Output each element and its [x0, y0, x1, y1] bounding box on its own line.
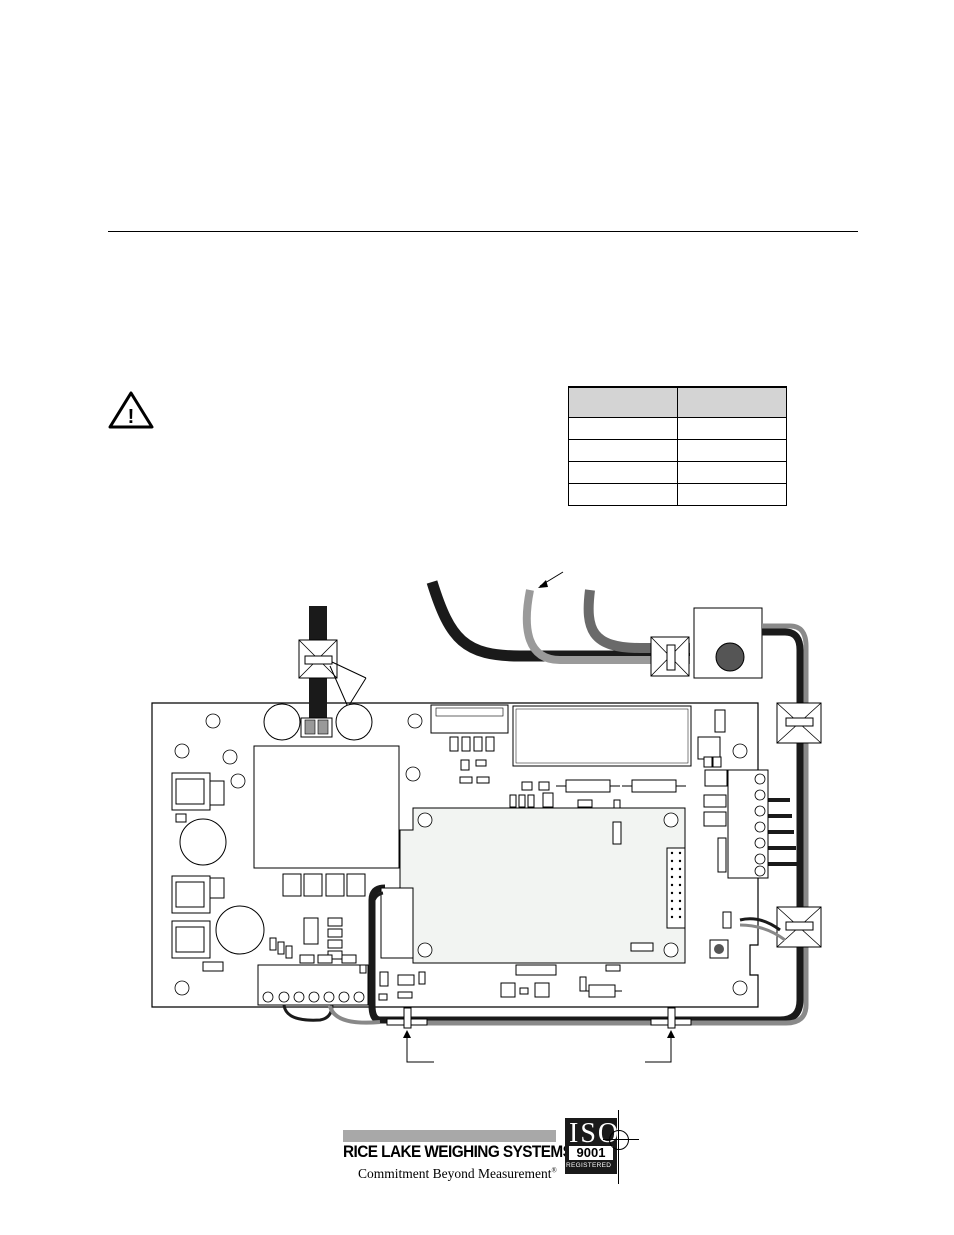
iso-badge: ISO 9001 REGISTERED	[565, 1118, 618, 1174]
display-module	[512, 705, 692, 767]
brand-tagline: Commitment Beyond Measurement®	[358, 1166, 557, 1182]
iso-crosshair-icon	[609, 1130, 629, 1150]
transformer	[253, 745, 400, 869]
registered-mark: ®	[551, 1166, 557, 1175]
company-footer: RICE LAKE WEIGHING SYSTEMS Commitment Be…	[343, 1110, 643, 1188]
tagline-text: Commitment Beyond Measurement	[358, 1166, 552, 1181]
tie-mount-top-right	[650, 636, 690, 677]
iso-number: 9001	[569, 1146, 613, 1160]
cable-black-main	[426, 580, 690, 662]
callout-bottom-right	[645, 1031, 672, 1063]
table-header-cell	[568, 386, 678, 418]
tie-mount-left	[298, 639, 338, 679]
spec-table	[568, 386, 787, 506]
iso-registered: REGISTERED	[566, 1162, 612, 1169]
table-row	[568, 461, 787, 484]
tie-mount-right-upper	[776, 702, 822, 744]
table-cell	[568, 483, 678, 506]
warning-triangle-icon: !	[108, 391, 154, 429]
table-cell	[568, 439, 678, 462]
table-row	[568, 439, 787, 462]
brand-bar	[343, 1130, 556, 1142]
callout-bottom-left	[406, 1031, 434, 1063]
table-cell	[568, 461, 678, 484]
top-rule	[108, 231, 858, 232]
table-cell	[677, 461, 787, 484]
table-cell	[677, 417, 787, 440]
table-row	[568, 417, 787, 440]
warning-symbol: !	[128, 406, 135, 428]
iso-logo: ISO 9001 REGISTERED	[565, 1110, 643, 1188]
table-row	[568, 483, 787, 506]
cable-gray-light	[522, 589, 690, 664]
cable-right-black	[368, 628, 804, 1024]
table-header-cell	[677, 386, 787, 418]
cable-gray-dark	[583, 589, 690, 653]
cable-right-gray	[420, 623, 809, 1026]
brand-name: RICE LAKE WEIGHING SYSTEMS	[343, 1143, 573, 1161]
cable-routing-diagram	[151, 571, 822, 1063]
table-cell	[568, 417, 678, 440]
daughter-board	[399, 807, 686, 964]
table-cell	[677, 483, 787, 506]
callout-lines	[329, 661, 367, 708]
table-cell	[677, 439, 787, 462]
tie-mount-right-lower	[776, 906, 822, 948]
table-header-row	[568, 386, 787, 418]
